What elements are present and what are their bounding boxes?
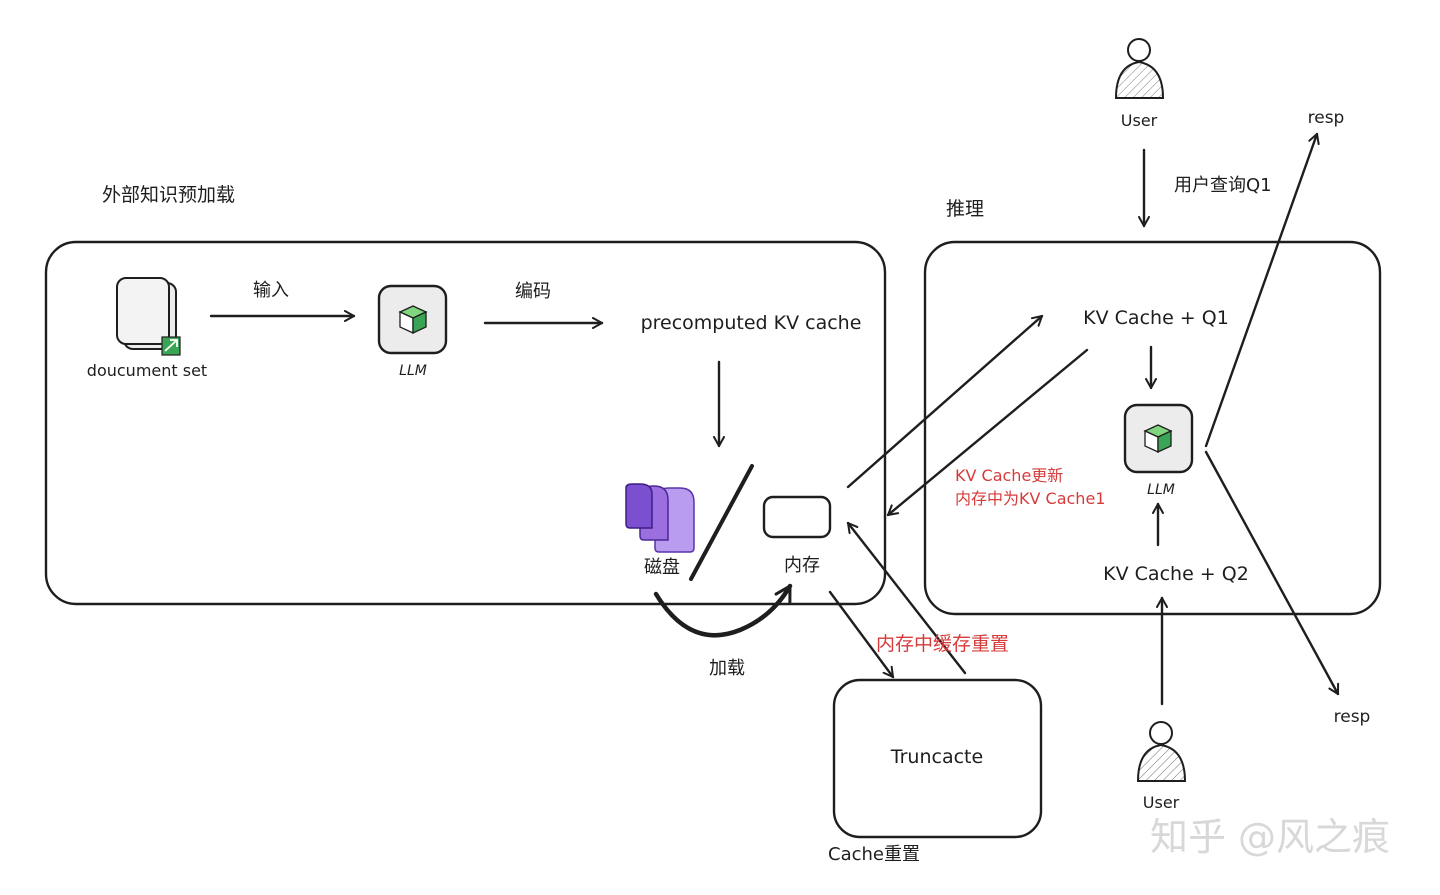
llm-label-inference: LLM: [1147, 482, 1175, 498]
precomputed-kv-cache-label: precomputed KV cache: [641, 312, 862, 334]
user-icon-top: [1114, 38, 1165, 99]
cache-reset-caption: Cache重置: [828, 844, 920, 865]
user-bottom-label: User: [1143, 793, 1180, 812]
inference-section-title: 推理: [946, 198, 984, 220]
truncate-box: [832, 678, 1043, 839]
memory-block: [762, 495, 832, 539]
memory-to-kv-q1-arrow: [846, 314, 1044, 489]
encode-label: 编码: [515, 281, 551, 302]
llm-icon-inference: [1123, 403, 1194, 474]
disk-icon: [625, 483, 695, 553]
llm-icon-preload: [377, 284, 448, 355]
user-top-label: User: [1121, 111, 1158, 130]
kv-update-note-line2: 内存中为KV Cache1: [955, 489, 1105, 508]
disk-label: 磁盘: [644, 557, 680, 578]
load-arrow: [653, 583, 793, 638]
llm-to-resp-top-arrow: [1204, 132, 1320, 448]
user-icon-bottom: [1136, 721, 1187, 782]
resp-bottom-label: resp: [1334, 707, 1371, 727]
kv-cache-q2-label: KV Cache + Q2: [1103, 563, 1249, 585]
truncate-to-memory-arrow: [846, 521, 967, 675]
watermark: 知乎 @风之痕: [1150, 815, 1390, 859]
preload-section-title: 外部知识预加载: [102, 184, 235, 206]
preload-container: [44, 240, 887, 606]
kv-update-note-line1: KV Cache更新: [955, 466, 1063, 485]
memory-to-truncate-arrow: [828, 590, 895, 679]
memory-label: 内存: [784, 555, 820, 576]
inference-container: [923, 240, 1382, 616]
llm-label-preload: LLM: [399, 363, 427, 379]
document-set-icon: [116, 277, 181, 356]
truncate-label: Truncacte: [890, 746, 983, 768]
document-set-label: doucument set: [87, 361, 207, 380]
cache-reset-note: 内存中缓存重置: [876, 633, 1009, 655]
load-label: 加载: [709, 658, 745, 679]
kv-update-to-memory-arrow: [886, 348, 1089, 517]
resp-top-label: resp: [1308, 108, 1345, 128]
llm-to-resp-bottom-arrow: [1204, 450, 1340, 696]
user-query-label: 用户查询Q1: [1174, 175, 1272, 196]
kv-cache-q1-label: KV Cache + Q1: [1083, 307, 1229, 329]
input-label: 输入: [253, 280, 289, 301]
disk-memory-divider: [689, 464, 754, 581]
